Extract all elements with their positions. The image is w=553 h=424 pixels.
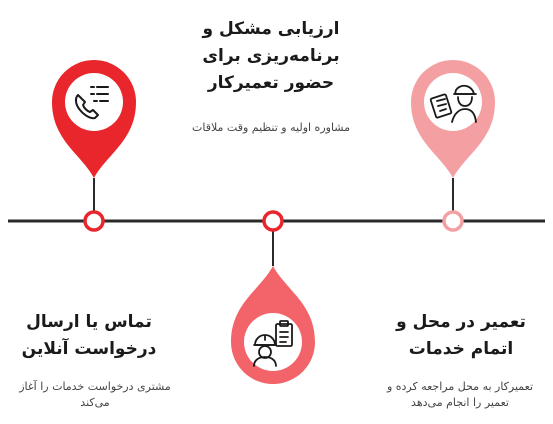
step-3-title: تعمیر در محل و اتمام خدمات (372, 309, 550, 363)
step-2-title-line-2: برنامه‌ریزی برای (202, 46, 340, 66)
step-3-description: تعمیرکار به محل مراجعه کرده و تعمیر را ا… (370, 379, 550, 411)
technician-checklist-icon (429, 84, 477, 123)
timeline-node-2 (262, 210, 284, 232)
step-1-title-line-1: تماس یا ارسال (26, 312, 152, 332)
step-2-title-line-3: حضور تعمیرکار (207, 73, 335, 93)
timeline-node-1 (83, 210, 105, 232)
step-1-title: تماس یا ارسال درخواست آنلاین (0, 309, 178, 363)
phone-list-icon (74, 86, 109, 120)
step-2-title: ارزیابی مشکل و برنامه‌ریزی برای حضور تعم… (176, 16, 366, 97)
map-marker-2 (231, 266, 315, 384)
map-marker-3 (411, 60, 495, 178)
step-3-title-line-2: اتمام خدمات (408, 339, 514, 359)
step-3-desc-line-2: تعمیر را انجام می‌دهد (411, 396, 509, 409)
step-2-description: مشاوره اولیه و تنظیم وقت ملاقات (160, 120, 382, 136)
step-3-title-line-1: تعمیر در محل و (396, 312, 526, 332)
step-2-desc-line-1: مشاوره اولیه و تنظیم وقت ملاقات (191, 121, 350, 134)
step-1-desc-line-2: می‌کند (80, 396, 110, 409)
step-1-description: مشتری درخواست خدمات را آغاز می‌کند (4, 379, 186, 411)
step-2-title-line-1: ارزیابی مشکل و (202, 19, 340, 39)
step-1-desc-line-1: مشتری درخواست خدمات را آغاز (19, 380, 171, 393)
map-marker-1 (52, 60, 136, 178)
technician-clipboard-icon (253, 320, 293, 367)
step-3-desc-line-1: تعمیرکار به محل مراجعه کرده و (386, 380, 534, 393)
timeline-node-3 (442, 210, 464, 232)
step-1-title-line-2: درخواست آنلاین (21, 339, 157, 359)
